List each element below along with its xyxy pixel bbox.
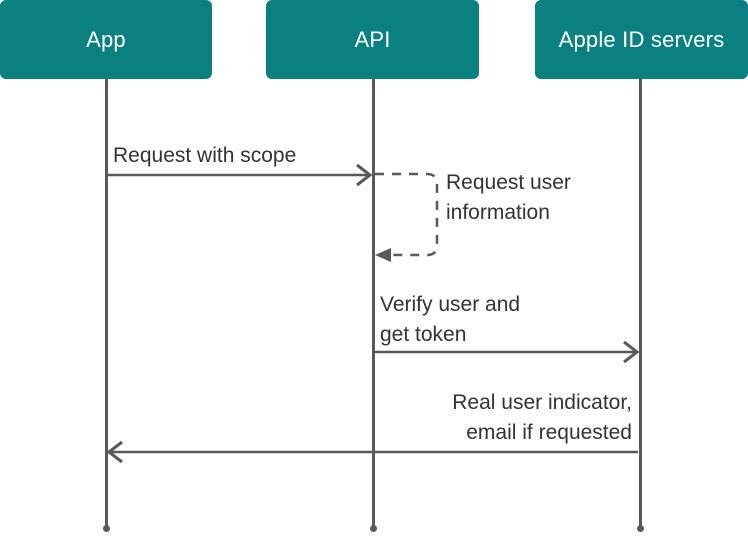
message-arrow-request-user-information (375, 172, 439, 262)
lifeline-api (372, 79, 375, 528)
participant-box-api[interactable]: API (266, 0, 479, 79)
lifeline-app (105, 79, 108, 528)
message-label-real-user-indicator: Real user indicator, email if requested (452, 391, 632, 444)
message-label-verify-user-get-token: Verify user and get token (380, 293, 521, 346)
participant-label-apple-id-servers: Apple ID servers (558, 26, 725, 52)
lifeline-end-dot-api (370, 525, 377, 532)
participant-label-api: API (354, 26, 391, 52)
message-label-request-scope: Request with scope (113, 144, 297, 167)
lifeline-apple-id-servers (639, 79, 642, 528)
lifeline-end-dot-app (103, 525, 110, 532)
participant-label-app: App (86, 26, 126, 52)
participant-box-apple-id-servers[interactable]: Apple ID servers (535, 0, 748, 79)
message-label-request-user-information: Request user information (446, 171, 571, 224)
lifeline-end-dot-apple-id-servers (637, 525, 644, 532)
participant-box-app[interactable]: App (0, 0, 212, 79)
